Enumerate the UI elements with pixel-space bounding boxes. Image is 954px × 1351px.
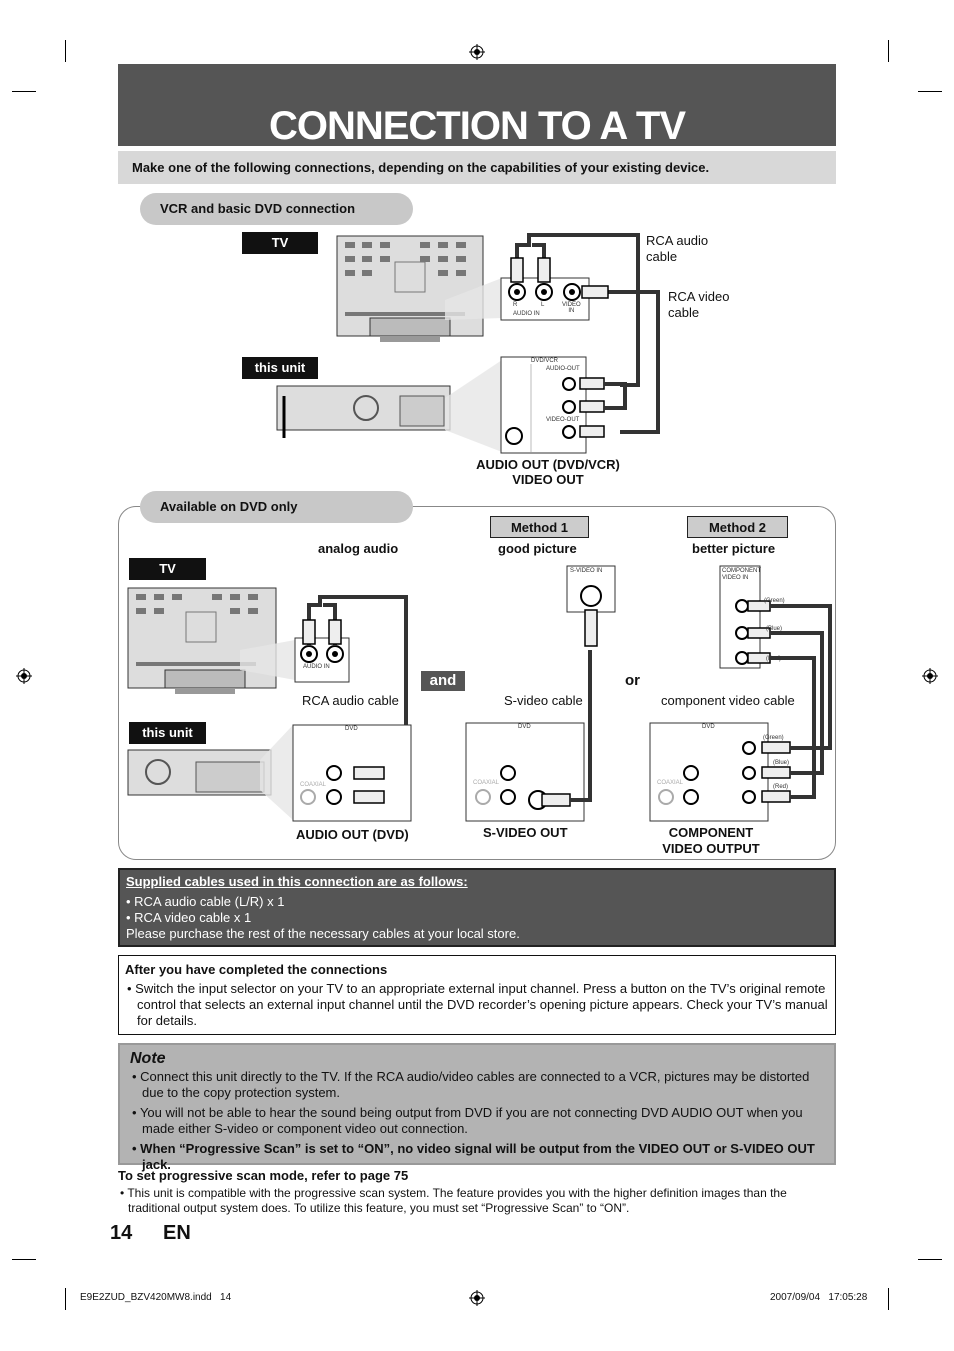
unit-tag: this unit	[242, 357, 318, 379]
title-bar	[118, 64, 836, 146]
note-bullet: Connect this unit directly to the TV. If…	[140, 1069, 810, 1100]
after-connections-box: After you have completed the connections…	[118, 955, 836, 1035]
dvd-section-frame	[118, 506, 836, 860]
crop-mark	[12, 1259, 36, 1260]
crop-mark	[918, 91, 942, 92]
rca-audio-cable-label-2: RCA audio cable	[302, 693, 399, 708]
green-label: (Green)	[763, 735, 784, 741]
supplied-line: • RCA video cable x 1	[126, 910, 252, 925]
note-box: Note • Connect this unit directly to the…	[118, 1043, 836, 1172]
vcr-connection-diagram	[276, 233, 660, 454]
blue-label: (Blue)	[773, 760, 790, 766]
rca-video-cable-label: RCA video cable	[668, 289, 730, 320]
vcr-section-pill: VCR and basic DVD connection	[140, 193, 413, 225]
dvd-section-pill: Available on DVD only	[140, 491, 413, 523]
after-text: Switch the input selector on your TV to …	[135, 981, 828, 1028]
dvd-panel-label: DVD	[345, 726, 358, 732]
panel-label: DVD/VCR	[531, 358, 559, 364]
coaxial-label: COAXIAL	[473, 780, 500, 786]
unit-tag-2: this unit	[129, 722, 206, 744]
crop-mark	[65, 40, 66, 62]
page-number: 14	[110, 1222, 133, 1244]
note-bullet: When “Progressive Scan” is set to “ON”, …	[140, 1141, 815, 1172]
method1-label: Method 1	[490, 516, 589, 538]
or-label: or	[625, 672, 640, 689]
footer-file: E9E2ZUD_BZV420MW8.indd 14	[80, 1292, 232, 1303]
progressive-text-block: • This unit is compatible with the progr…	[120, 1186, 787, 1215]
red-label: (Red)	[766, 656, 782, 662]
rca-audio-cable-label: RCA audio cable	[646, 233, 709, 264]
tv-tag-2: TV	[129, 558, 206, 580]
video-out-label: VIDEO OUT	[512, 472, 584, 487]
coaxial-label: COAXIAL	[300, 782, 327, 788]
crop-mark	[888, 40, 889, 62]
and-badge: and	[421, 671, 465, 691]
better-picture-label: better picture	[692, 541, 776, 556]
registration-mark-icon	[469, 1290, 485, 1306]
crop-mark	[918, 1259, 942, 1260]
component-in-label: COMPONENT VIDEO IN	[722, 568, 761, 581]
crop-mark	[12, 91, 36, 92]
crop-mark	[888, 1288, 889, 1310]
tv-tag: TV	[242, 232, 318, 254]
page-title: CONNECTION TO A TV	[268, 104, 686, 148]
page-lang: EN	[163, 1222, 191, 1244]
coaxial-label: COAXIAL	[657, 780, 684, 786]
jack-label-l: L	[541, 302, 545, 308]
jack-label-audio-in: AUDIO IN	[513, 311, 540, 317]
red-label: (Red)	[773, 784, 789, 790]
after-heading: After you have completed the connections	[125, 962, 388, 977]
panel-video-out-label: VIDEO-OUT	[546, 417, 580, 423]
svideo-cable-label: S-video cable	[504, 693, 583, 708]
registration-mark-icon	[469, 44, 485, 60]
method2-label: Method 2	[687, 516, 788, 538]
progressive-text: This unit is compatible with the progres…	[127, 1186, 787, 1215]
note-bullet: You will not be able to hear the sound b…	[139, 1105, 803, 1136]
dvd-connection-diagram	[127, 565, 832, 822]
footer-date: 2007/09/04 17:05:28	[770, 1292, 868, 1303]
registration-mark-icon	[922, 668, 938, 684]
good-picture-label: good picture	[498, 541, 577, 556]
supplied-cables-box: Supplied cables used in this connection …	[118, 868, 836, 947]
analog-audio-label: analog audio	[318, 541, 399, 556]
audio-out-dvd-vcr-label: AUDIO OUT (DVD/VCR)	[476, 457, 620, 472]
intro-bar: Make one of the following connections, d…	[118, 151, 836, 184]
registration-mark-icon	[16, 668, 32, 684]
supplied-heading: Supplied cables used in this connection …	[126, 874, 468, 889]
audio-out-dvd-label: AUDIO OUT (DVD)	[296, 827, 409, 842]
jack-label-video-in: VIDEO IN	[562, 302, 581, 314]
crop-mark	[65, 1288, 66, 1310]
svideo-in-label: S-VIDEO IN	[570, 568, 603, 574]
progressive-heading: To set progressive scan mode, refer to p…	[118, 1168, 409, 1183]
component-cable-label: component video cable	[661, 693, 795, 708]
svideo-out-label: S-VIDEO OUT	[483, 825, 568, 840]
jack-label-r: R	[513, 302, 518, 308]
dvd-panel-label: DVD	[702, 724, 715, 730]
supplied-line: • RCA audio cable (L/R) x 1	[126, 894, 285, 909]
panel-audio-out-label: AUDIO-OUT	[546, 366, 580, 372]
component-out-label: COMPONENT VIDEO OUTPUT	[662, 825, 760, 856]
green-label: (Green)	[764, 598, 785, 604]
tv2-audio-in-label: AUDIO IN	[303, 664, 330, 670]
blue-label: (Blue)	[766, 626, 783, 632]
dvd-panel-label: DVD	[518, 724, 531, 730]
note-heading: Note	[130, 1050, 166, 1067]
supplied-line: Please purchase the rest of the necessar…	[126, 926, 520, 941]
